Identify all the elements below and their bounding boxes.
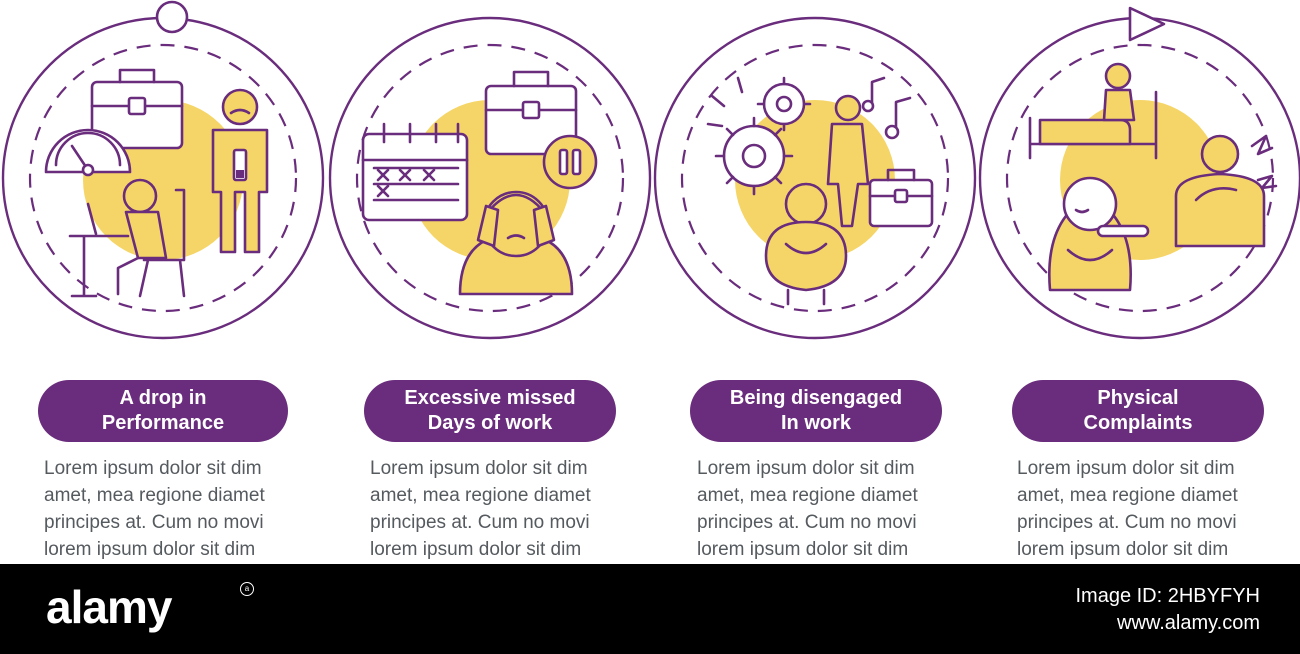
briefcase-icon	[90, 68, 184, 150]
infographic: .ol { fill: none; stroke: #6a2c7c; strok…	[1, 0, 1300, 564]
step-4-description: Lorem ipsum dolor sit dim amet, mea regi…	[1017, 455, 1267, 564]
step-3-text-line: lorem ipsum dolor sit dim	[697, 539, 909, 560]
step-4-text-line: principes at. Cum no movi	[1017, 512, 1237, 533]
gears-icon	[706, 76, 812, 196]
briefcase-icon	[868, 168, 934, 228]
watermark-url: www.alamy.com	[1117, 612, 1260, 634]
lightning-pain-icon	[1250, 134, 1278, 190]
step-2-description: Lorem ipsum dolor sit dim amet, mea regi…	[370, 455, 620, 564]
step-4-text-line: lorem ipsum dolor sit dim	[1017, 539, 1229, 560]
sick-person-thermometer-icon	[1048, 176, 1150, 292]
speedometer-icon	[44, 128, 132, 177]
step-1-circle	[1, 0, 325, 340]
step-3-title-line-2: In work	[780, 412, 851, 434]
step-1-text-line: amet, mea regione diamet	[44, 485, 265, 506]
step-2-text-line: amet, mea regione diamet	[370, 485, 591, 506]
step-3-description: Lorem ipsum dolor sit dim amet, mea regi…	[697, 455, 947, 564]
step-4-title-line-2: Complaints	[1083, 412, 1193, 434]
step-3-title: Being disengaged In work	[690, 380, 942, 442]
step-3-circle	[653, 16, 977, 340]
step-1-title: A drop in Performance	[38, 380, 288, 442]
stressed-person-icon	[458, 190, 574, 296]
watermark-logo: alamy	[46, 581, 172, 633]
shoulder-pain-person-icon	[1174, 134, 1266, 248]
tired-worker-at-desk-icon	[68, 178, 186, 298]
watermark-bar	[0, 564, 1300, 654]
step-4-text-line: amet, mea regione diamet	[1017, 485, 1238, 506]
step-2-text-line: Lorem ipsum dolor sit dim	[370, 458, 588, 479]
step-2-circle	[328, 16, 652, 340]
step-2-title-line-1: Excessive missed	[404, 387, 576, 409]
person-in-bed-icon	[1028, 62, 1158, 160]
low-battery-person-icon	[211, 88, 269, 254]
step-3-text-line: amet, mea regione diamet	[697, 485, 918, 506]
calendar-crossed-days-icon	[361, 122, 469, 222]
step-3-text-line: principes at. Cum no movi	[697, 512, 917, 533]
registered-mark-icon: a	[240, 582, 254, 596]
step-1-title-line-1: A drop in	[119, 387, 207, 409]
briefcase-icon	[484, 70, 578, 156]
step-3-title-line-1: Being disengaged	[729, 387, 903, 409]
end-marker-arrow-icon	[1128, 6, 1166, 42]
step-1-text-line: lorem ipsum dolor sit dim	[44, 539, 256, 560]
step-1-text-line: Lorem ipsum dolor sit dim	[44, 458, 262, 479]
pause-icon	[542, 134, 598, 190]
step-2-title-line-2: Days of work	[427, 412, 553, 434]
step-3-text-line: Lorem ipsum dolor sit dim	[697, 458, 915, 479]
step-2-text-line: lorem ipsum dolor sit dim	[370, 539, 582, 560]
infographic-artwork: .ol { fill: none; stroke: #6a2c7c; strok…	[1, 0, 1300, 340]
step-2-text-line: principes at. Cum no movi	[370, 512, 590, 533]
step-4-title-line-1: Physical	[1097, 387, 1179, 409]
music-notes-icon	[861, 76, 912, 140]
step-4-circle	[978, 6, 1300, 340]
step-4-text-line: Lorem ipsum dolor sit dim	[1017, 458, 1235, 479]
relaxed-person-icon	[826, 94, 870, 228]
step-1-description: Lorem ipsum dolor sit dim amet, mea regi…	[44, 455, 294, 564]
step-1-text-line: principes at. Cum no movi	[44, 512, 264, 533]
hugging-knees-person-icon	[764, 182, 848, 306]
watermark-image-id: Image ID: 2HBYFYH	[1075, 585, 1260, 607]
step-1-title-line-2: Performance	[101, 412, 225, 434]
start-marker-icon	[155, 0, 189, 34]
